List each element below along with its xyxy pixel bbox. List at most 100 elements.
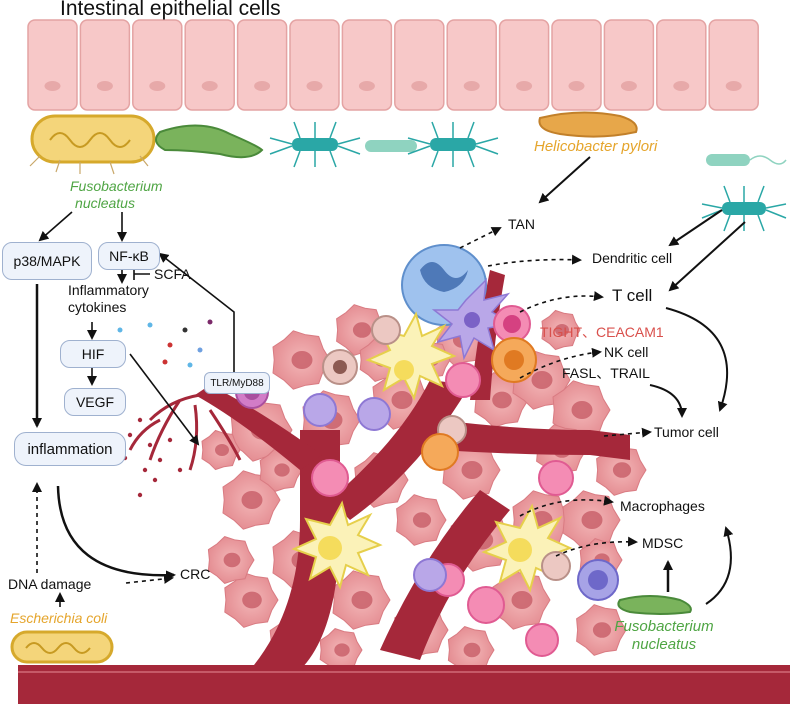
epithelial-cell <box>341 19 393 111</box>
bacterium-fuso-bottom <box>617 595 692 615</box>
bacterium-flagellated-1 <box>269 121 361 168</box>
tumor-cell <box>492 570 551 630</box>
immune-cells <box>235 244 619 657</box>
arrow-nk-to-tumor <box>649 384 687 418</box>
label-helicobacter: Helicobacter pylori <box>534 138 658 155</box>
arrow-dna-to-crc <box>125 573 174 584</box>
bacterium-rod-green <box>155 124 264 159</box>
epithelial-cell <box>498 19 550 111</box>
epithelial-cell <box>289 19 340 111</box>
cytokine-dot <box>162 359 168 365</box>
epithelial-cell-layer <box>27 19 759 111</box>
epithelial-cell <box>394 19 445 111</box>
tumor-cell <box>224 572 279 628</box>
cytokine-dot <box>167 342 173 348</box>
arrow-helicobacter-to-tan <box>538 156 591 204</box>
label-fasl-trail: FASL、TRAIL <box>562 365 650 381</box>
epithelial-cell <box>184 19 235 111</box>
epithelial-cell <box>603 19 655 111</box>
box-tlr-myd88: TLR/MyD88 <box>204 372 270 394</box>
cytokine-dot <box>117 327 123 333</box>
t-cell <box>493 305 531 343</box>
label-scfa: SCFA <box>154 266 191 282</box>
label-t-cell: T cell <box>612 286 653 305</box>
box-vegf: VEGF <box>64 388 126 416</box>
arrow-bact-to-tcell <box>668 221 746 292</box>
tumor-cell <box>207 536 255 584</box>
label-inflammatory-cytokines: Inflammatory cytokines <box>68 282 149 315</box>
arrow-tcell-to-tumor <box>665 307 729 412</box>
arrow-inflammation-to-crc <box>56 485 176 581</box>
epithelial-cell <box>551 19 602 111</box>
epithelial-cell <box>236 19 288 111</box>
bacterium-ecoli-bottom <box>10 630 114 664</box>
tumor-cell <box>541 309 581 351</box>
vessel-dot <box>127 432 133 438</box>
epithelial-cell <box>708 19 759 111</box>
scfa-inhibit <box>133 268 150 280</box>
box-nfkb: NF-κB <box>98 242 160 270</box>
arrow-fuso-to-p38 <box>38 211 73 242</box>
tumor-cell <box>552 380 611 440</box>
label-crc: CRC <box>180 566 211 582</box>
line-tlr-to-nfkb <box>158 252 235 372</box>
tumor-cell <box>272 330 331 390</box>
label-dna-damage: DNA damage <box>8 576 92 592</box>
vessel-dot <box>157 457 163 463</box>
arrow-hif-to-vessel <box>129 353 200 446</box>
label-fusobacterium-top: Fusobacterium nucleatus <box>70 178 163 211</box>
vessel-dot <box>137 417 143 423</box>
cytokine-dot <box>207 319 213 325</box>
vessel-dot <box>167 437 173 443</box>
macrophage-star-2 <box>291 500 383 590</box>
tumor-cell <box>332 570 391 630</box>
arrow-cell-to-mdsc <box>555 536 638 557</box>
bacterium-small-teal-right <box>706 154 787 166</box>
arrow-dc-to-dendritic <box>487 254 582 267</box>
bacterium-small-teal <box>365 140 417 152</box>
epithelial-cell <box>446 19 497 111</box>
label-tumor-cell: Tumor cell <box>654 424 719 440</box>
tumor-cell <box>319 628 363 672</box>
epithelial-cell <box>79 19 131 111</box>
nk-cell <box>491 337 537 383</box>
bacteria-row <box>29 111 787 232</box>
bacterium-ecoli-top <box>29 114 156 175</box>
epithelial-cell <box>27 19 78 111</box>
cytokine-dot <box>187 362 193 368</box>
epithelial-cell <box>132 19 183 111</box>
arrow-neutrophil-to-tan <box>459 227 502 249</box>
tumor-cell <box>222 470 281 530</box>
vessel-dot <box>142 467 148 473</box>
label-tight-ceacam1: TIGHT、CEACAM1 <box>540 324 664 340</box>
arrow-macro-to-macrophages <box>519 495 614 517</box>
bacterium-helicobacter <box>538 111 638 138</box>
label-macrophages: Macrophages <box>620 498 705 514</box>
dendritic-cell-top <box>431 277 515 361</box>
arrow-tcell-to-tcell-label <box>519 291 604 313</box>
box-hif: HIF <box>60 340 126 368</box>
epithelial-cell <box>656 19 707 111</box>
label-fusobacterium-bottom: Fusobacterium nucleatus <box>614 618 714 653</box>
bacterium-flagellated-2 <box>407 121 499 168</box>
cytokine-dot <box>147 322 153 328</box>
diagram-title: Intestinal epithelial cells <box>60 0 281 20</box>
tumor-cell <box>396 494 447 546</box>
bacterium-flagellated-right <box>701 185 787 232</box>
vessel-dot <box>152 477 158 483</box>
tumor-cell <box>576 604 627 656</box>
label-dendritic-cell: Dendritic cell <box>592 250 673 266</box>
cytokine-dot <box>182 327 188 333</box>
arrow-fuso-to-macrophages <box>705 526 734 605</box>
label-escherichia: Escherichia coli <box>10 610 108 626</box>
label-tan: TAN <box>508 216 535 232</box>
box-inflammation: inflammation <box>14 432 126 466</box>
arrows <box>32 156 746 607</box>
vessel-dot <box>137 492 143 498</box>
vessel-dot <box>147 442 153 448</box>
vessel-dot <box>177 467 183 473</box>
arrow-bact-to-dendritic <box>668 209 723 247</box>
label-nk-cell: NK cell <box>604 344 649 360</box>
